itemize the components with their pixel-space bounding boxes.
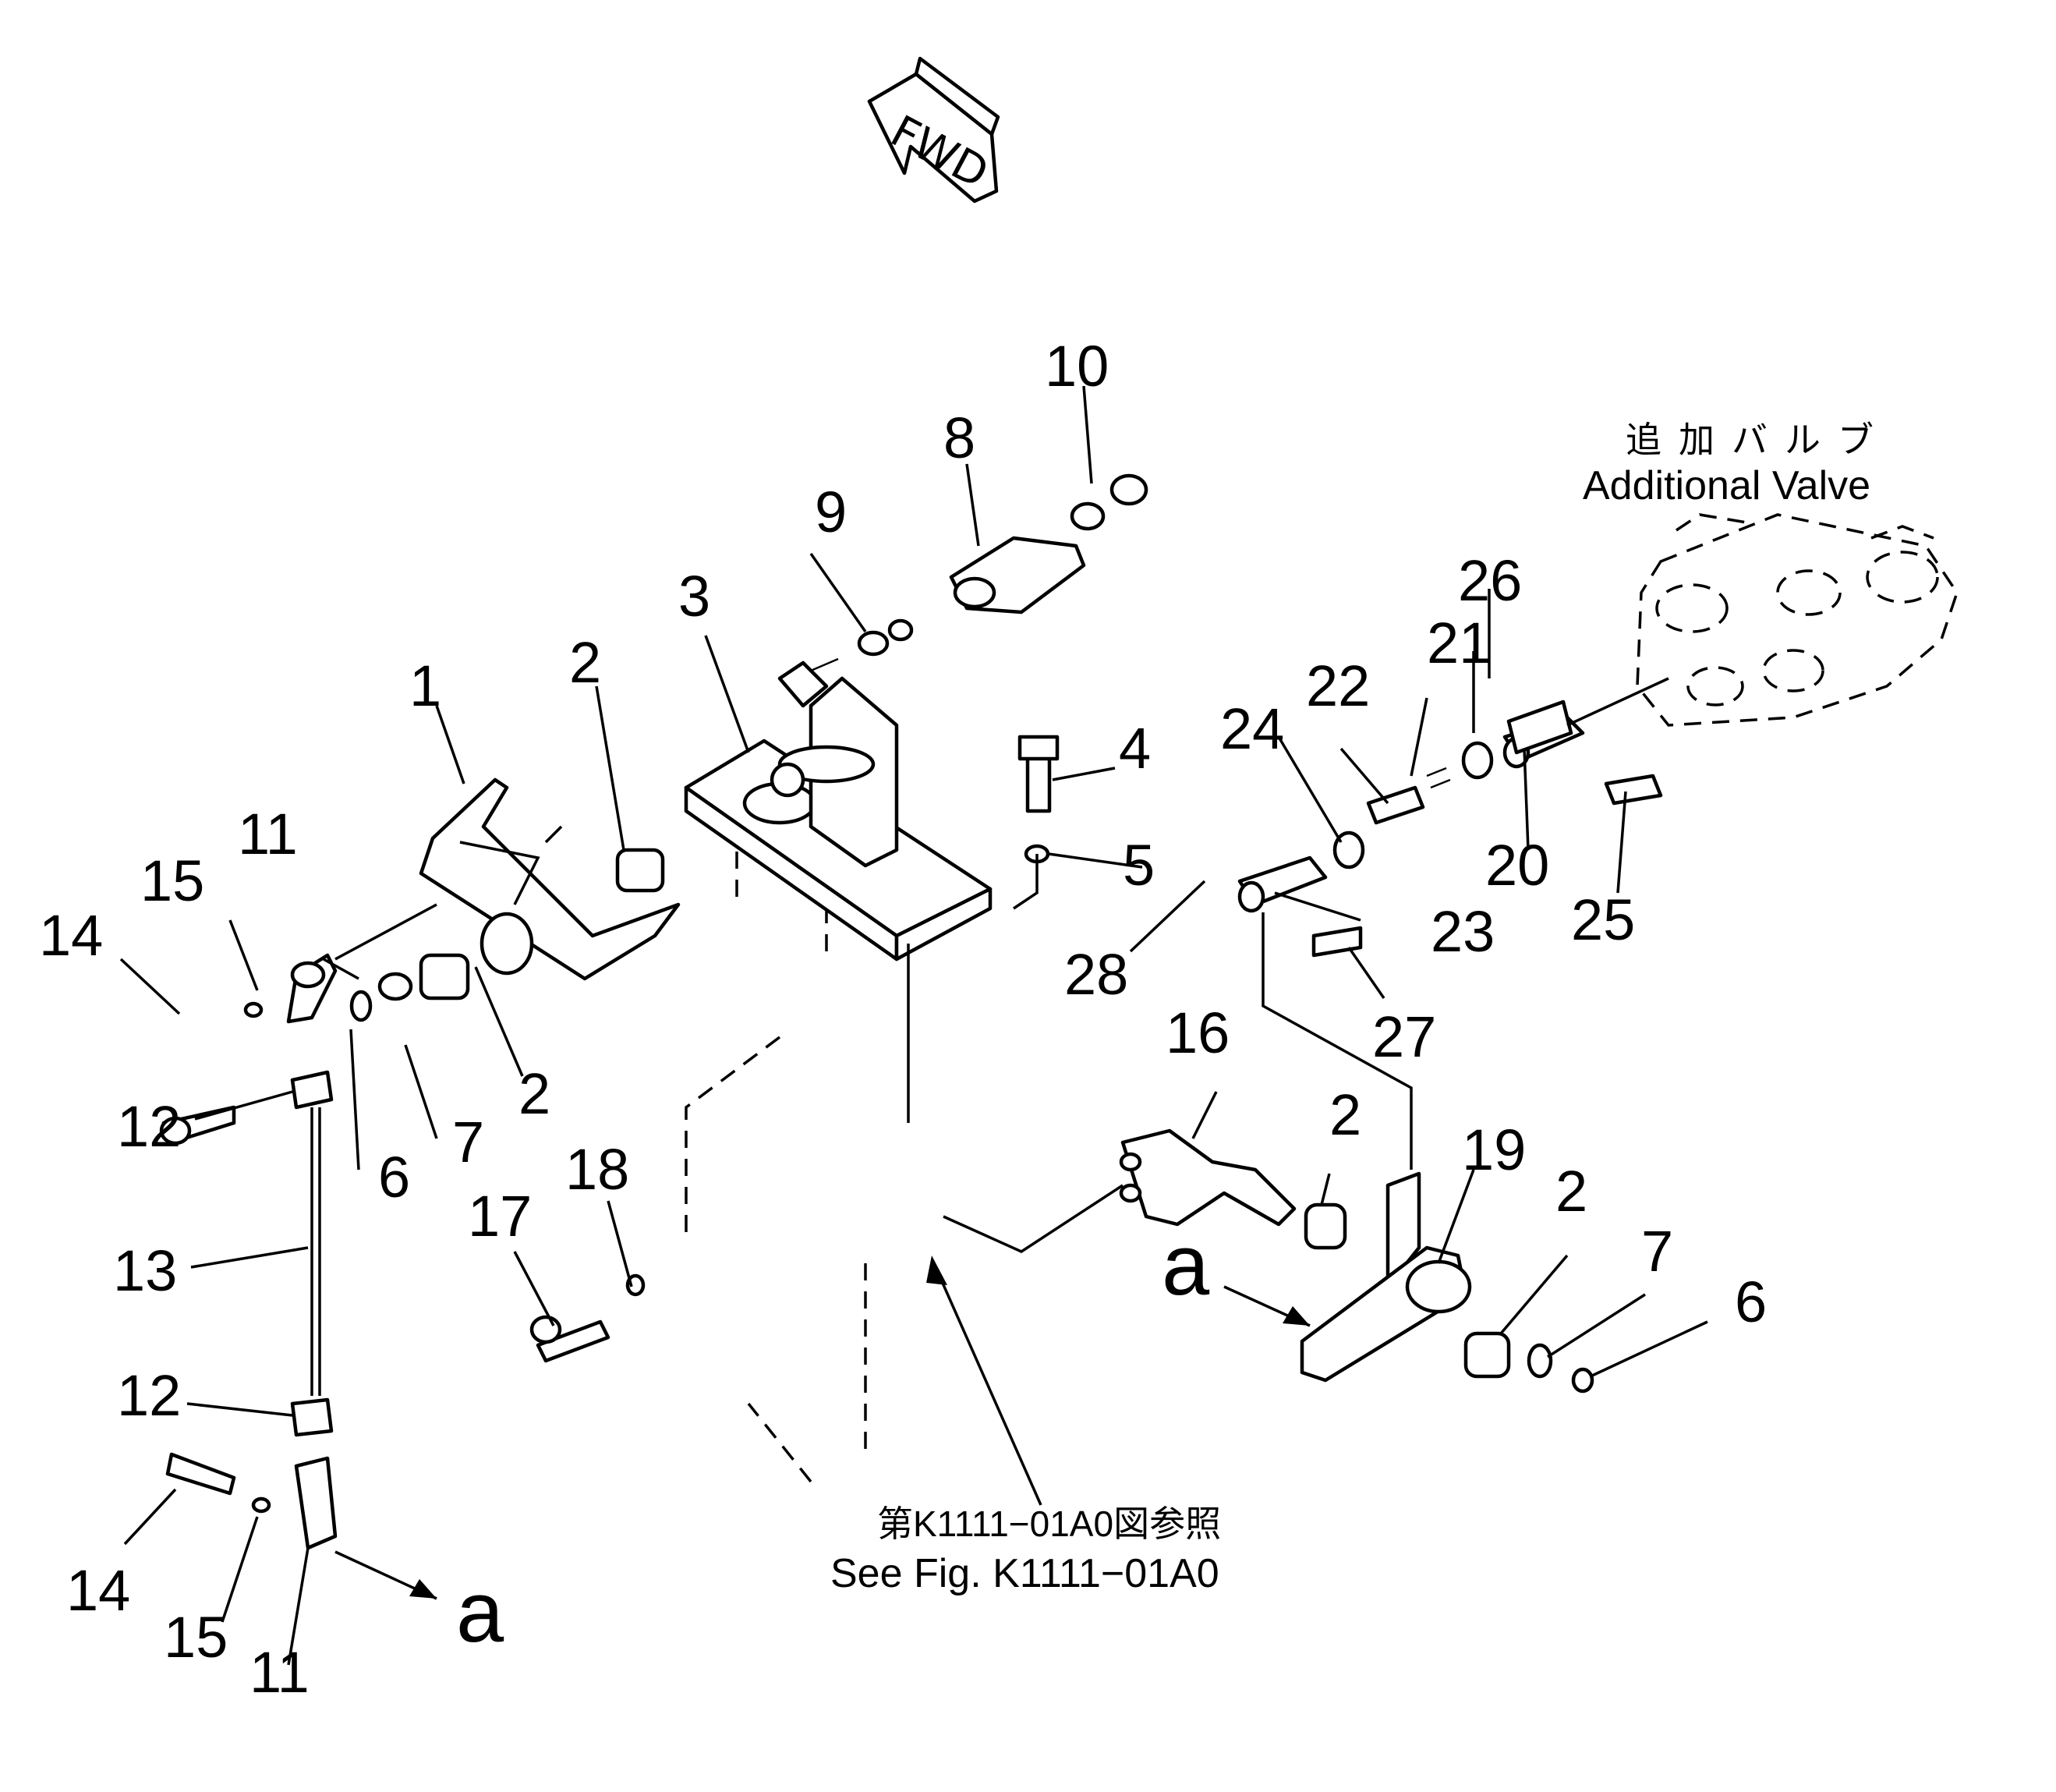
pedal-part-1 (419, 777, 681, 981)
linkage-parts (1237, 699, 1663, 958)
view-marker-a: a (1162, 1217, 1210, 1313)
callout-12: 12 (117, 1363, 181, 1428)
callout-19: 19 (1462, 1117, 1526, 1182)
lever-part-8 (949, 536, 1086, 614)
callout-13: 13 (113, 1238, 177, 1303)
callout-12: 12 (117, 1094, 181, 1159)
callout-25: 25 (1571, 887, 1635, 952)
hardware (159, 473, 1148, 1550)
callout-6: 6 (378, 1145, 410, 1209)
additional-valve-label-en: Additional Valve (1583, 463, 1870, 508)
part-16 (1119, 1128, 1347, 1250)
callout-2: 2 (569, 630, 601, 695)
callout-2: 2 (1555, 1159, 1587, 1224)
callout-10: 10 (1045, 334, 1109, 398)
reference-label-en: See Fig. K1111−01A0 (830, 1551, 1219, 1596)
callout-labels: 1 2 2 2 2 3 4 5 6 6 7 7 8 9 10 11 11 12 … (39, 334, 1767, 1705)
callout-7: 7 (452, 1110, 484, 1174)
callout-3: 3 (678, 564, 710, 629)
callout-5: 5 (1123, 833, 1155, 898)
fwd-arrow-icon: FWD (867, 56, 1000, 204)
reference-label-jp: 第K1111−01A0図参照 (877, 1503, 1221, 1544)
callout-2: 2 (1329, 1082, 1361, 1147)
callout-22: 22 (1306, 653, 1370, 718)
view-marker-a: a (456, 1564, 504, 1660)
callout-14: 14 (66, 1558, 130, 1623)
callout-7: 7 (1641, 1219, 1673, 1284)
leader-lines (119, 385, 1708, 1666)
callout-23: 23 (1431, 899, 1495, 964)
callout-4: 4 (1119, 716, 1151, 781)
callout-11: 11 (238, 802, 298, 866)
bracket-part-3 (684, 657, 993, 962)
callout-1: 1 (409, 653, 441, 718)
callout-2: 2 (518, 1061, 550, 1126)
callout-20: 20 (1485, 833, 1549, 898)
callout-24: 24 (1220, 696, 1284, 761)
callout-15: 15 (164, 1605, 228, 1670)
callout-28: 28 (1064, 942, 1128, 1007)
additional-valve-label-jp: 追加バルブ (1626, 420, 1891, 460)
callout-26: 26 (1458, 548, 1522, 613)
callout-15: 15 (140, 848, 204, 913)
additional-valve (1636, 513, 1959, 727)
callout-18: 18 (565, 1137, 629, 1202)
callout-27: 27 (1372, 1004, 1436, 1069)
part-19 (1300, 1171, 1594, 1394)
callout-21: 21 (1427, 611, 1491, 675)
callout-9: 9 (815, 480, 847, 544)
callout-6: 6 (1735, 1270, 1767, 1334)
callout-14: 14 (39, 903, 103, 968)
callout-8: 8 (943, 406, 975, 470)
callout-16: 16 (1166, 1000, 1230, 1065)
callout-11: 11 (249, 1640, 310, 1705)
callout-17: 17 (468, 1184, 532, 1248)
